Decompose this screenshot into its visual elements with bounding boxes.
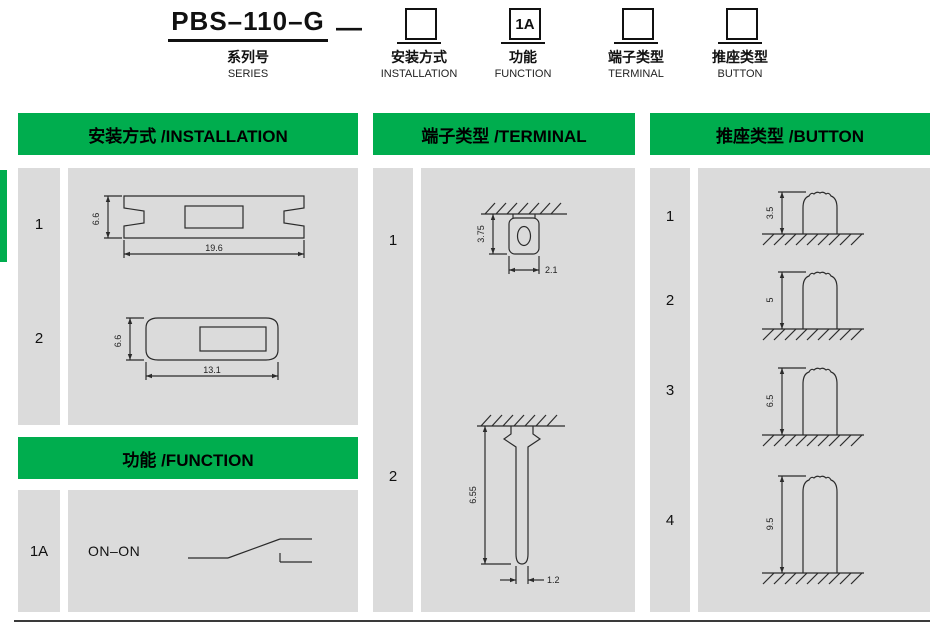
terminal-row2-index: 2 — [388, 468, 398, 485]
installation-2-width-dim: 13.1 — [203, 365, 221, 375]
button-row3-index: 3 — [665, 382, 675, 399]
installation-1-height-dim: 6.6 — [91, 213, 101, 226]
code-box-installation-underline — [397, 42, 441, 44]
series-label: 系列号 SERIES — [168, 48, 328, 81]
function-panel: ON–ON — [68, 490, 358, 612]
terminal-index-column: 1 2 — [373, 168, 413, 612]
code-box-terminal-underline — [614, 42, 658, 44]
terminal-2-width-dim: 1.2 — [547, 575, 560, 585]
button-row2-index: 2 — [665, 292, 675, 309]
spdt-switch-symbol — [188, 538, 312, 563]
label-button: 推座类型 BUTTON — [685, 48, 795, 81]
function-index-column: 1A — [18, 490, 60, 612]
left-edge-accent — [0, 170, 7, 262]
installation-2-drawing: 6.6 13.1 — [113, 317, 279, 380]
terminal-1-width-dim: 2.1 — [545, 265, 558, 275]
terminal-section-title: 端子类型 /TERMINAL — [373, 113, 635, 155]
button-row1-index: 1 — [665, 208, 675, 225]
series-label-en: SERIES — [227, 68, 269, 80]
label-terminal: 端子类型 TERMINAL — [581, 48, 691, 81]
installation-row2-index: 2 — [34, 330, 44, 347]
function-row1-index: 1A — [29, 542, 49, 560]
series-code: PBS–110–G — [168, 6, 328, 42]
label-installation: 安装方式 INSTALLATION — [364, 48, 474, 81]
button-drawings-panel: 3.5 5 — [698, 168, 930, 612]
code-box-function: 1A — [509, 8, 541, 40]
installation-section-title: 安装方式 /INSTALLATION — [18, 113, 358, 155]
terminal-2-height-dim: 6.55 — [468, 486, 478, 504]
series-label-cn: 系列号 — [227, 49, 269, 65]
function-section-title: 功能 /FUNCTION — [18, 437, 358, 479]
button-4-drawing: 9.5 — [762, 475, 864, 585]
bottom-divider — [14, 620, 930, 622]
label-terminal-en: TERMINAL — [608, 68, 664, 80]
terminal-drawings-panel: 3.75 2.1 6.55 1.2 — [421, 168, 635, 612]
installation-2-height-dim: 6.6 — [113, 335, 123, 348]
code-box-function-value: 1A — [515, 15, 535, 33]
label-terminal-cn: 端子类型 — [608, 49, 664, 65]
label-installation-en: INSTALLATION — [380, 68, 458, 80]
button-section-title: 推座类型 /BUTTON — [650, 113, 930, 155]
code-separator: — — [336, 12, 362, 42]
label-function: 功能 FUNCTION — [468, 48, 578, 81]
code-box-terminal — [622, 8, 654, 40]
label-function-en: FUNCTION — [494, 68, 552, 80]
code-box-function-underline — [501, 42, 545, 44]
terminal-1-drawing: 3.75 2.1 — [476, 202, 567, 275]
installation-index-column: 1 2 — [18, 168, 60, 425]
installation-1-drawing: 6.6 19.6 — [91, 195, 305, 258]
button-1-drawing: 3.5 — [762, 191, 864, 246]
code-box-button — [726, 8, 758, 40]
button-3-drawing: 6.5 — [762, 367, 864, 447]
label-function-cn: 功能 — [509, 49, 537, 65]
installation-1-width-dim: 19.6 — [205, 243, 223, 253]
button-1-height-dim: 3.5 — [765, 207, 775, 220]
button-2-drawing: 5 — [762, 271, 864, 341]
installation-row1-index: 1 — [34, 216, 44, 233]
code-box-installation — [405, 8, 437, 40]
button-4-height-dim: 9.5 — [765, 518, 775, 531]
terminal-row1-index: 1 — [388, 232, 398, 249]
label-installation-cn: 安装方式 — [391, 49, 447, 65]
button-2-height-dim: 5 — [765, 297, 775, 302]
installation-drawings-panel: 6.6 19.6 6.6 13.1 — [68, 168, 358, 425]
button-index-column: 1 2 3 4 — [650, 168, 690, 612]
label-button-en: BUTTON — [717, 68, 763, 80]
button-3-height-dim: 6.5 — [765, 395, 775, 408]
label-button-cn: 推座类型 — [712, 49, 768, 65]
terminal-1-height-dim: 3.75 — [476, 225, 486, 243]
function-row1-label: ON–ON — [88, 543, 141, 559]
code-box-button-underline — [718, 42, 762, 44]
button-row4-index: 4 — [665, 512, 675, 529]
terminal-2-drawing: 6.55 1.2 — [468, 414, 565, 585]
